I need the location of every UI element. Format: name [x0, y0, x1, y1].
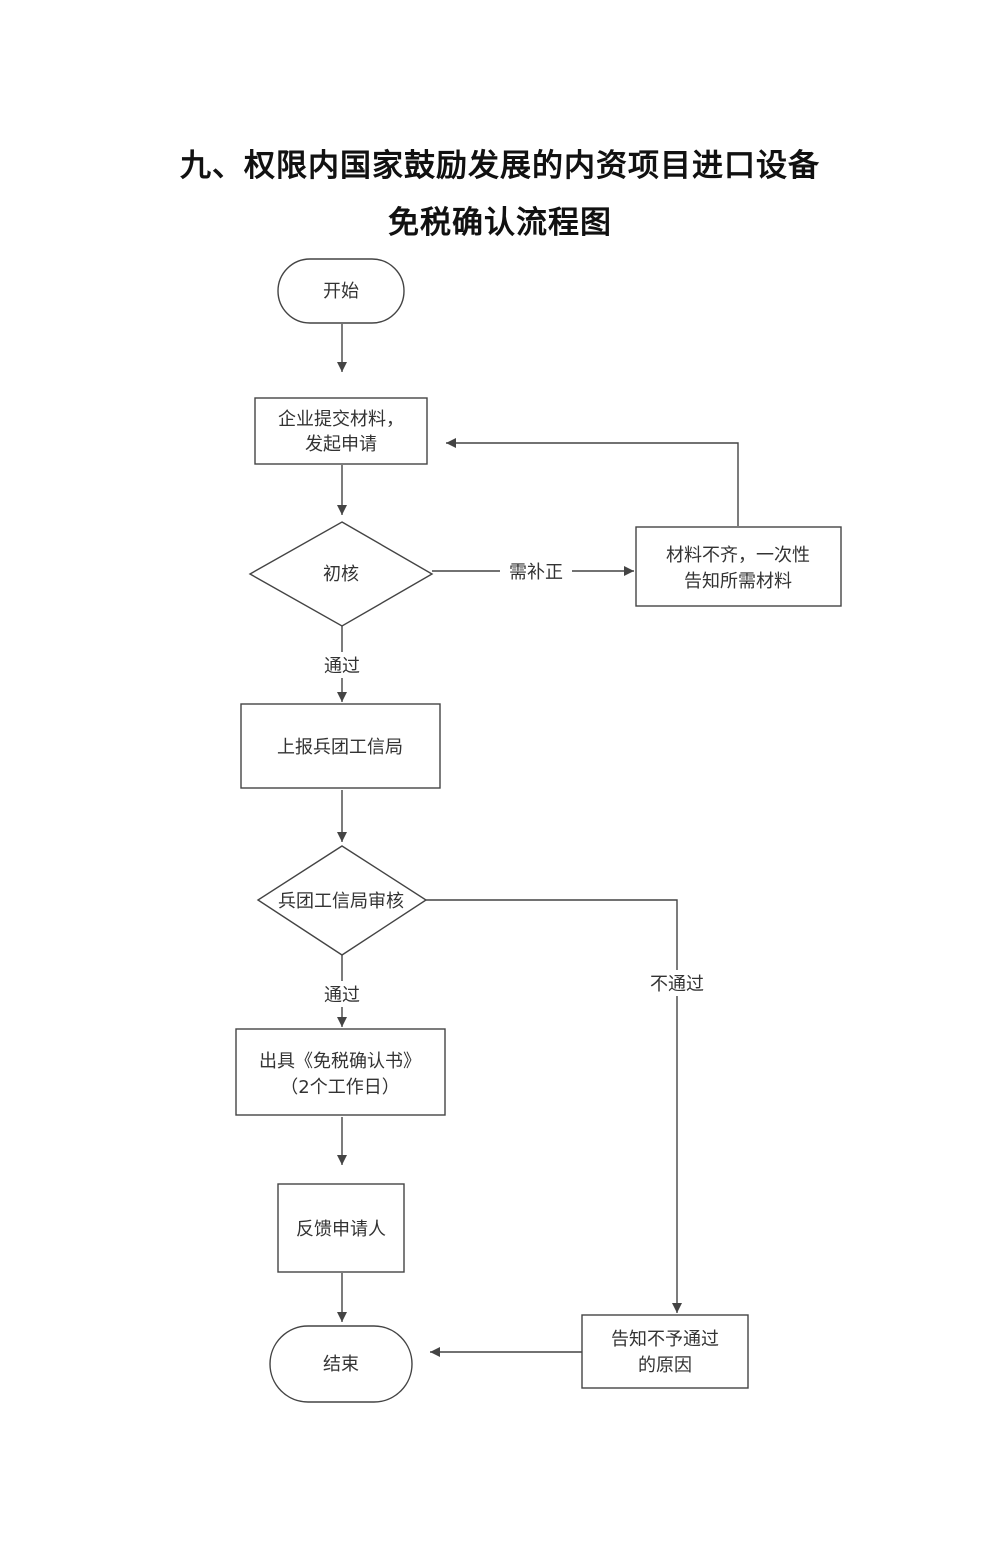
node-report-label: 上报兵团工信局	[277, 737, 403, 758]
node-report: 上报兵团工信局	[240, 703, 441, 789]
node-feedback: 反馈申请人	[277, 1183, 405, 1273]
node-issue-certificate-label-line-2: （2个工作日）	[280, 1077, 399, 1098]
edge-supplement-to-submit	[446, 438, 739, 526]
node-end-label: 结束	[323, 1354, 359, 1375]
edge-label-needs-correction: 需补正	[509, 562, 563, 583]
edge-label-pass-2: 通过	[324, 985, 360, 1006]
node-submit: 企业提交材料， 发起申请	[254, 397, 428, 465]
node-reject-reason: 告知不予通过 的原因	[581, 1314, 749, 1389]
node-submit-label-line-1: 企业提交材料，	[278, 409, 404, 430]
node-bureau-review-label: 兵团工信局审核	[278, 891, 404, 912]
edge-labels: 需补正 通过 通过 不通过	[316, 558, 712, 1007]
node-reject-reason-label-line-2: 的原因	[638, 1355, 692, 1376]
node-issue-certificate: 出具《免税确认书》 （2个工作日）	[235, 1028, 446, 1116]
node-start: 开始	[277, 258, 405, 324]
node-end: 结束	[269, 1325, 413, 1403]
edge-label-not-pass: 不通过	[650, 974, 704, 995]
node-feedback-label: 反馈申请人	[296, 1219, 386, 1240]
node-reject-reason-label-line-1: 告知不予通过	[611, 1329, 719, 1350]
diagram-title-line-1: 九、权限内国家鼓励发展的内资项目进口设备	[180, 148, 820, 184]
node-bureau-review: 兵团工信局审核	[256, 845, 428, 956]
edge-label-pass-1: 通过	[324, 656, 360, 677]
node-start-label: 开始	[323, 281, 359, 302]
node-initial-review-label: 初核	[323, 564, 359, 585]
node-submit-label-line-2: 发起申请	[305, 434, 377, 455]
node-supplement-notice: 材料不齐，一次性 告知所需材料	[635, 526, 842, 607]
node-supplement-notice-label-line-2: 告知所需材料	[684, 571, 792, 592]
diagram-title-line-2: 免税确认流程图	[388, 205, 612, 241]
node-initial-review: 初核	[248, 521, 434, 627]
edge-bureau-review-to-reject	[426, 899, 682, 1313]
node-supplement-notice-label-line-1: 材料不齐，一次性	[666, 545, 810, 566]
node-issue-certificate-label-line-1: 出具《免税确认书》	[259, 1051, 421, 1072]
